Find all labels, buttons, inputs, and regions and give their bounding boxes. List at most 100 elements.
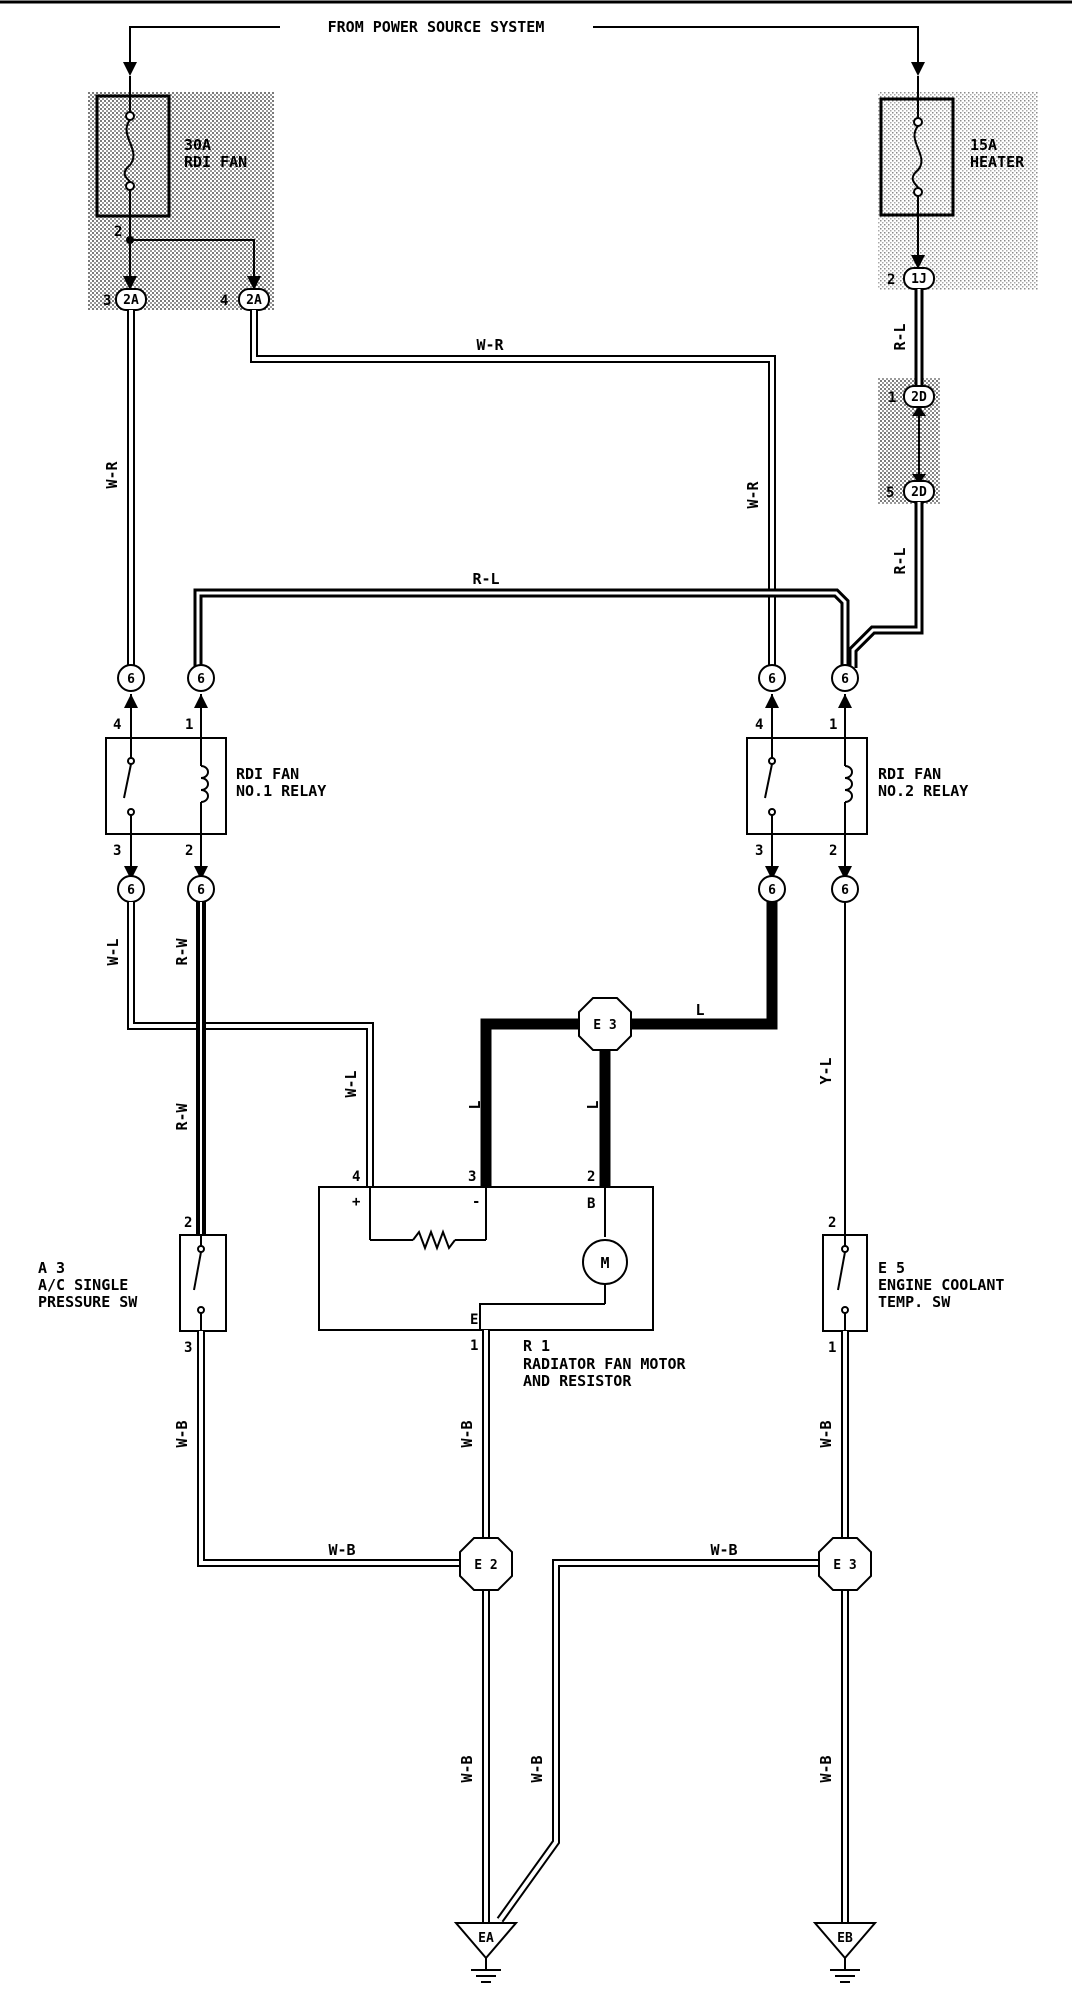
label-bg <box>749 480 767 520</box>
fuse-rdi-fan-area <box>88 92 274 310</box>
pin-label: 2 <box>887 272 895 288</box>
wire-wb <box>197 1330 849 1923</box>
splice-e3-lower: E 3 <box>818 1537 872 1591</box>
connector-1j: 1J <box>903 267 935 290</box>
svg-text:2A: 2A <box>123 293 139 308</box>
pin-label: 1 <box>829 717 837 733</box>
wire-label-wr: W-R <box>103 460 121 488</box>
label-bg <box>108 460 126 500</box>
fuse-heater-rating: 15A <box>970 136 997 154</box>
pin-label: 3 <box>113 843 121 859</box>
r1-label-line2: AND RESISTOR <box>523 1372 632 1390</box>
connector-2a-left: 2A <box>115 288 147 311</box>
svg-text:6: 6 <box>768 883 776 898</box>
e5-switch <box>822 1234 868 1332</box>
wire-rl-top <box>193 588 850 668</box>
pin-label: 3 <box>184 1340 192 1356</box>
wire-label-rl: R-L <box>472 570 499 588</box>
label-bg <box>346 1070 364 1108</box>
connector-2d-top: 2D <box>903 385 935 408</box>
wire-rl-2d <box>848 502 924 668</box>
fuse-heater-area <box>878 92 1038 290</box>
pin-label: 1 <box>888 390 896 406</box>
label-bg <box>895 325 913 359</box>
e5-label-line2: TEMP. SW <box>878 1293 951 1311</box>
a3-code: A 3 <box>38 1259 65 1277</box>
label-bg <box>821 1420 839 1460</box>
label-bg <box>177 1420 195 1460</box>
fuse-rdi-fan-name: RDI FAN <box>184 153 247 171</box>
pin-label: 1 <box>185 717 193 733</box>
r1-code: R 1 <box>523 1337 550 1355</box>
a3-label-line2: PRESSURE SW <box>38 1293 138 1311</box>
pin-label: 2 <box>587 1169 595 1185</box>
pin-label: 5 <box>886 485 894 501</box>
pin-label: 4 <box>220 293 228 309</box>
pin-label: 4 <box>352 1169 360 1185</box>
label-bg <box>462 1420 480 1460</box>
label-bg <box>895 548 913 584</box>
wire-label-wb: W-B <box>458 1420 476 1447</box>
label-bg <box>821 1755 839 1795</box>
fuse-rdi-fan <box>95 76 171 218</box>
svg-text:6: 6 <box>197 672 205 687</box>
relay2-label-line2: NO.2 RELAY <box>878 782 968 800</box>
relay2 <box>746 737 868 835</box>
relay1-label-line2: NO.1 RELAY <box>236 782 326 800</box>
wire-wr-cross <box>250 310 776 668</box>
relay1-bottom-connectors: 6 6 <box>117 834 215 903</box>
wire-label-wb: W-B <box>817 1755 835 1782</box>
wire-l <box>480 902 778 1190</box>
e5-label-line1: ENGINE COOLANT <box>878 1276 1004 1294</box>
svg-text:6: 6 <box>841 883 849 898</box>
svg-text:E 3: E 3 <box>593 1018 616 1033</box>
e5-code: E 5 <box>878 1259 905 1277</box>
label-bg <box>177 938 195 978</box>
svg-text:2A: 2A <box>246 293 262 308</box>
relay1-label-line1: RDI FAN <box>236 765 299 783</box>
ground-ea: EA <box>453 1922 519 1983</box>
svg-text:1J: 1J <box>911 272 927 287</box>
wire-label-wb: W-B <box>328 1541 355 1559</box>
pin-label: 4 <box>113 717 121 733</box>
pin-label: E <box>470 1312 478 1328</box>
connector-2a-right: 2A <box>238 288 270 311</box>
pin-label: 4 <box>755 717 763 733</box>
wire-label-wl: W-L <box>342 1070 360 1097</box>
pin-label: 2 <box>829 843 837 859</box>
power-source-title: FROM POWER SOURCE SYSTEM <box>328 18 545 36</box>
pin-label: - <box>472 1194 480 1210</box>
wire-label-yl: Y-L <box>817 1057 835 1084</box>
a3-switch <box>179 1234 227 1332</box>
wire-label-wb: W-B <box>710 1541 737 1559</box>
svg-text:E 3: E 3 <box>833 1558 856 1573</box>
r1-label-line1: RADIATOR FAN MOTOR <box>523 1355 687 1373</box>
svg-text:2D: 2D <box>911 390 927 405</box>
wire-wl <box>127 902 374 1196</box>
connector-2d-bottom: 2D <box>903 480 935 503</box>
wire-label-wb: W-B <box>817 1420 835 1447</box>
svg-text:2D: 2D <box>911 485 927 500</box>
fuse-rdi-fan-rating: 30A <box>184 136 211 154</box>
splice-e3-upper: E 3 <box>578 997 632 1051</box>
svg-text:6: 6 <box>127 883 135 898</box>
pin-label: 3 <box>468 1169 476 1185</box>
label-bg <box>462 1755 480 1795</box>
pin-label: 2 <box>114 224 122 240</box>
fuse-heater <box>879 76 955 269</box>
svg-text:E 2: E 2 <box>474 1558 497 1573</box>
wire-label-wr: W-R <box>744 480 762 508</box>
pin-label: 1 <box>470 1338 478 1354</box>
label-bg <box>108 938 126 976</box>
wire-label-rl: R-L <box>891 323 909 350</box>
pin-label: 3 <box>755 843 763 859</box>
wire-label-rw: R-W <box>173 937 191 965</box>
wire-label-rl: R-L <box>891 547 909 574</box>
label-bg <box>532 1755 550 1795</box>
pin-label: B <box>587 1196 595 1212</box>
svg-text:6: 6 <box>197 883 205 898</box>
wire-label-wr: W-R <box>476 336 504 354</box>
relay1 <box>105 737 227 835</box>
